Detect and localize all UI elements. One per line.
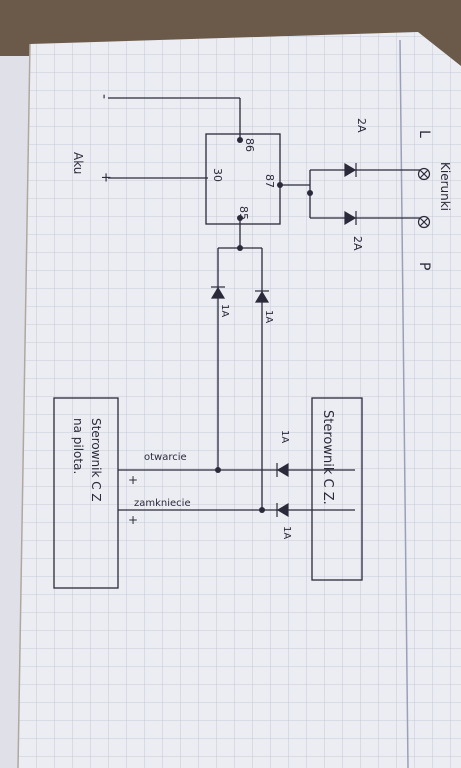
junction-close bbox=[259, 507, 265, 513]
lamp-right-cross2 bbox=[419, 217, 429, 227]
controller-remote-box bbox=[53, 397, 119, 589]
junction-85-split bbox=[237, 245, 243, 251]
junction-86 bbox=[237, 137, 243, 143]
battery-minus-label: - bbox=[96, 94, 112, 99]
lamp-left-cross2 bbox=[419, 169, 429, 179]
diode-relay-b-icon bbox=[254, 290, 270, 303]
diode-relay-a-label: 1A bbox=[219, 304, 230, 317]
battery-label: Aku bbox=[71, 152, 85, 174]
signal-open-plus: + bbox=[128, 473, 138, 487]
battery-plus-label: + bbox=[98, 172, 113, 183]
controller-main-box bbox=[311, 397, 363, 581]
margin-line bbox=[399, 39, 409, 768]
controller-remote-line2: na pilota. bbox=[71, 418, 85, 474]
lamp-left-icon bbox=[417, 167, 431, 181]
relay-pin-87: 87 bbox=[263, 174, 276, 188]
diode-right-lamp-icon bbox=[344, 210, 357, 226]
relay-pin-86: 86 bbox=[243, 138, 256, 152]
signal-close-plus: + bbox=[128, 513, 138, 527]
diode-top-controller-label: 1A bbox=[279, 430, 290, 443]
indicator-left-label: L bbox=[416, 130, 432, 138]
junction-open bbox=[215, 467, 221, 473]
junction-87-split bbox=[307, 190, 313, 196]
indicators-title: Kierunki bbox=[438, 162, 452, 211]
junction-85 bbox=[237, 215, 243, 221]
controller-remote-line1: Sterownik C Z bbox=[89, 418, 103, 502]
junction-87 bbox=[277, 182, 283, 188]
diode-relay-a-icon bbox=[210, 286, 226, 299]
page-fold bbox=[17, 43, 31, 768]
diode-bottom-controller-icon bbox=[276, 502, 289, 518]
diode-relay-b-label: 1A bbox=[263, 310, 274, 323]
diode-right-lamp-label: 2A bbox=[351, 236, 364, 251]
diode-bottom-controller-label: 1A bbox=[281, 526, 292, 539]
indicator-right-label: P bbox=[416, 262, 432, 270]
signal-open-label: otwarcie bbox=[144, 452, 187, 463]
signal-close-label: zamkniecie bbox=[134, 498, 191, 509]
lamp-right-icon bbox=[417, 215, 431, 229]
relay-pin-85: 85 bbox=[237, 206, 250, 220]
diode-left-lamp-label: 2A bbox=[355, 118, 368, 133]
diode-top-controller-icon bbox=[276, 462, 289, 478]
controller-main-label: Sterownik C Z. bbox=[320, 410, 335, 505]
relay-box bbox=[205, 133, 281, 225]
diode-left-lamp-icon bbox=[344, 162, 357, 178]
relay-pin-30: 30 bbox=[211, 168, 224, 182]
